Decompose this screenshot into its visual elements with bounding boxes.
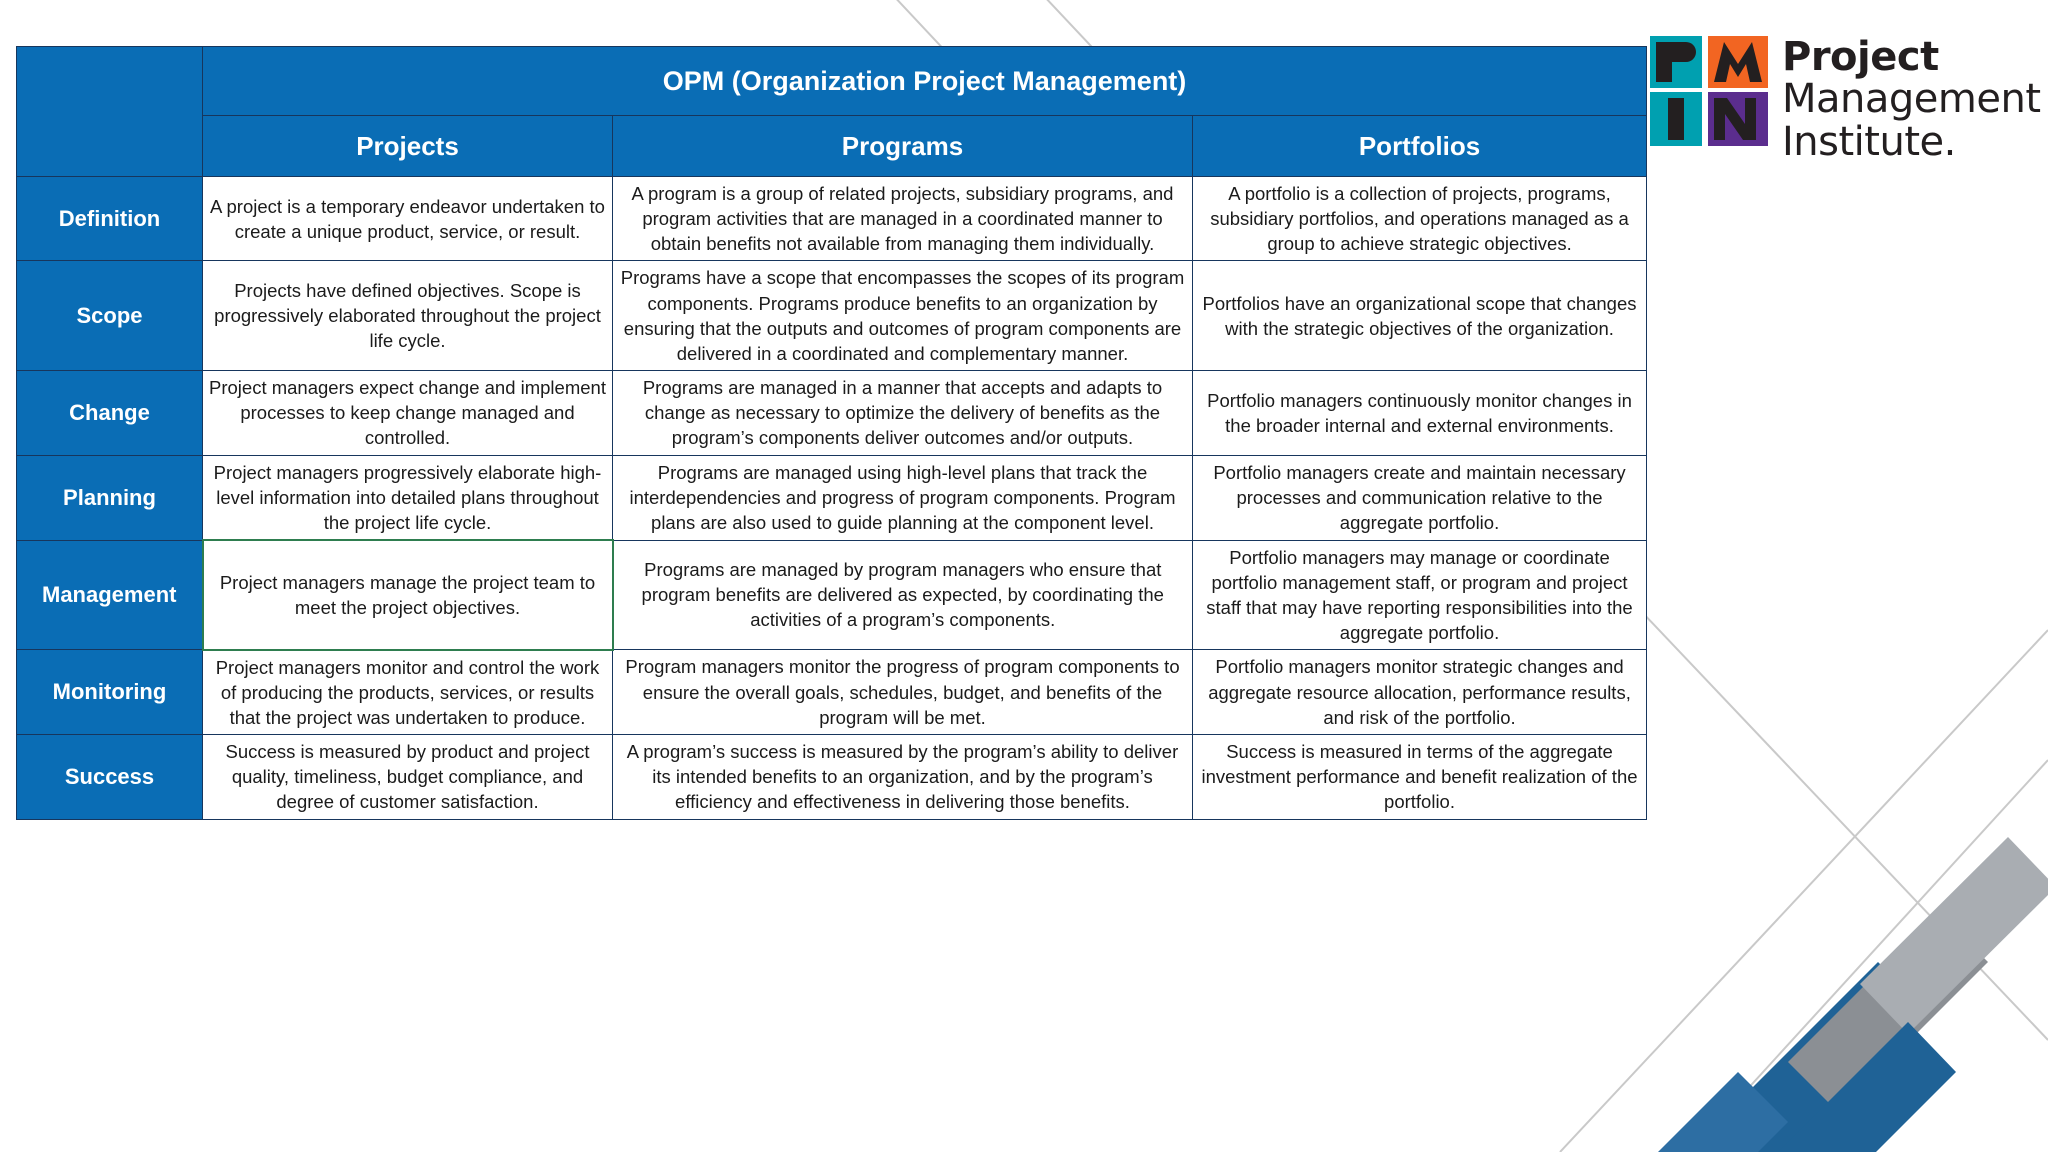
cell-monitoring-programs[interactable]: Program managers monitor the progress of… [612, 649, 1193, 736]
pmi-word-management: Management [1782, 76, 2041, 123]
row-label-management: Management [16, 539, 203, 651]
table-header-row-top: OPM (Organization Project Management) [16, 46, 1648, 177]
cell-planning-projects[interactable]: Project managers progressively elaborate… [202, 454, 613, 541]
cell-planning-programs[interactable]: Programs are managed using high-level pl… [612, 454, 1193, 541]
cell-management-portfolios[interactable]: Portfolio managers may manage or coordin… [1191, 539, 1648, 651]
cell-scope-programs[interactable]: Programs have a scope that encompasses t… [612, 260, 1193, 372]
cell-success-projects[interactable]: Success is measured by product and proje… [202, 734, 613, 820]
table-row: Monitoring Project managers monitor and … [16, 649, 1648, 736]
table-title: OPM (Organization Project Management) [201, 46, 1648, 116]
row-label-change: Change [16, 370, 203, 456]
column-header-projects[interactable]: Projects [202, 115, 613, 177]
cell-change-portfolios[interactable]: Portfolio managers continuously monitor … [1191, 370, 1648, 456]
cell-definition-projects[interactable]: A project is a temporary endeavor undert… [202, 175, 613, 262]
table-row: Planning Project managers progressively … [16, 454, 1648, 541]
row-label-success: Success [16, 734, 203, 820]
column-header-programs[interactable]: Programs [612, 115, 1193, 177]
cell-management-programs[interactable]: Programs are managed by program managers… [612, 539, 1193, 651]
cell-success-programs[interactable]: A program’s success is measured by the p… [612, 734, 1193, 820]
table-row: Management Project managers manage the p… [16, 539, 1648, 651]
cell-change-programs[interactable]: Programs are managed in a manner that ac… [612, 370, 1193, 456]
table-row: Success Success is measured by product a… [16, 734, 1648, 820]
cell-planning-portfolios[interactable]: Portfolio managers create and maintain n… [1191, 454, 1648, 541]
row-label-planning: Planning [16, 454, 203, 541]
row-label-definition: Definition [16, 175, 203, 262]
cell-definition-portfolios[interactable]: A portfolio is a collection of projects,… [1191, 175, 1648, 262]
row-label-scope: Scope [16, 260, 203, 372]
cell-success-portfolios[interactable]: Success is measured in terms of the aggr… [1191, 734, 1648, 820]
pmi-wordmark: Project Management Institute. [1782, 34, 2041, 165]
cell-scope-projects[interactable]: Projects have defined objectives. Scope … [202, 260, 613, 372]
cell-scope-portfolios[interactable]: Portfolios have an organizational scope … [1191, 260, 1648, 372]
table-header-row-columns: Projects Programs Portfolios [17, 115, 1648, 177]
table-row: Definition A project is a temporary ende… [16, 175, 1648, 262]
pmi-word-institute: Institute. [1782, 118, 1956, 165]
pmi-word-project: Project [1782, 34, 1939, 80]
cell-management-projects-selected[interactable]: Project managers manage the project team… [201, 539, 614, 651]
table-row: Change Project managers expect change an… [16, 370, 1648, 456]
cell-definition-programs[interactable]: A program is a group of related projects… [612, 175, 1193, 262]
opm-comparison-table: OPM (Organization Project Management) Pr… [16, 46, 1648, 820]
cell-change-projects[interactable]: Project managers expect change and imple… [202, 370, 613, 456]
table-corner-cell [16, 46, 203, 177]
cell-monitoring-projects[interactable]: Project managers monitor and control the… [202, 649, 613, 736]
pmi-logo: Project Management Institute. [1650, 36, 2041, 163]
table-row: Scope Projects have defined objectives. … [16, 260, 1648, 372]
column-header-portfolios[interactable]: Portfolios [1191, 115, 1648, 177]
pmi-monogram-icon [1650, 36, 1768, 146]
row-label-monitoring: Monitoring [16, 649, 203, 736]
cell-monitoring-portfolios[interactable]: Portfolio managers monitor strategic cha… [1191, 649, 1648, 736]
